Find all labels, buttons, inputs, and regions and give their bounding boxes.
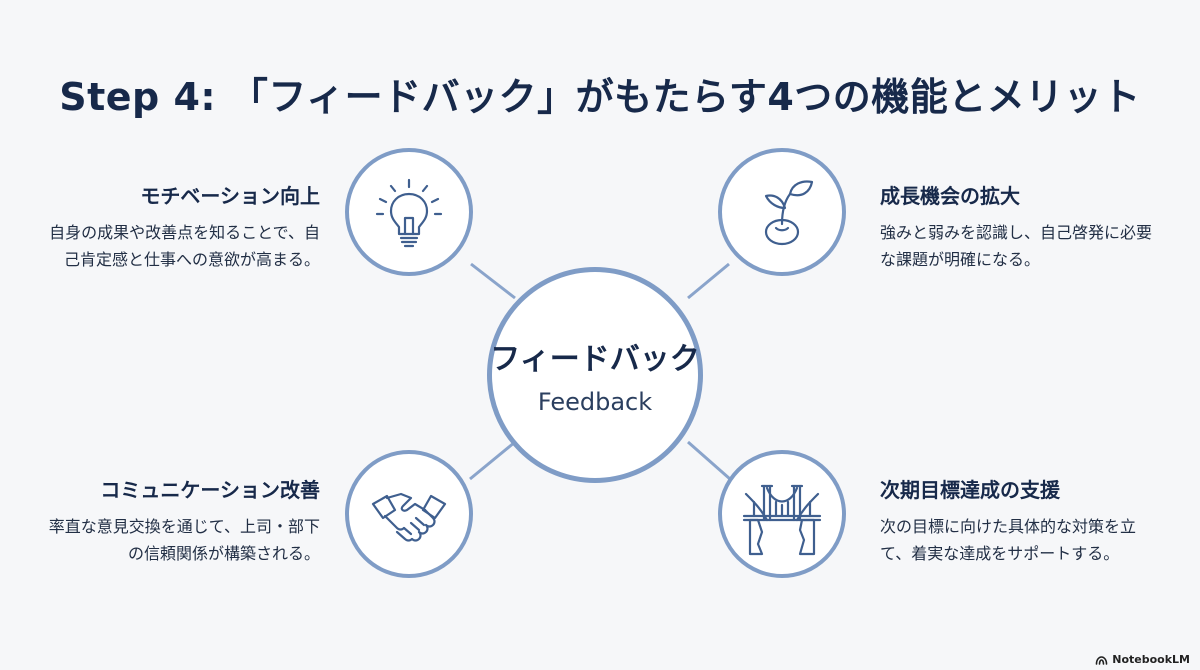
- page-title: Step 4: 「フィードバック」がもたらす4つの機能とメリット: [59, 75, 1141, 119]
- benefit-title: コミュニケーション改善: [100, 478, 320, 502]
- center-label-en: Feedback: [537, 388, 653, 416]
- center-hub: フィードバック Feedback: [487, 267, 703, 483]
- benefit-motivation: モチベーション向上 自身の成果や改善点を知ることで、自己肯定感と仕事への意欲が高…: [40, 180, 320, 273]
- benefit-title: 次期目標達成の支援: [880, 478, 1060, 502]
- benefit-title: モチベーション向上: [140, 184, 320, 208]
- benefit-growth: 成長機会の拡大 強みと弱みを認識し、自己啓発に必要な課題が明確になる。: [880, 180, 1160, 273]
- brand-label: NotebookLM: [1112, 653, 1190, 666]
- benefit-title: 成長機会の拡大: [880, 184, 1020, 208]
- bridge-node: [718, 450, 846, 578]
- benefit-description: 率直な意見交換を通じて、上司・部下の信頼関係が構築される。: [48, 517, 320, 563]
- sprout-icon: [764, 180, 814, 246]
- handshake-icon: [371, 492, 447, 542]
- notebooklm-logo: NotebookLM: [1095, 653, 1190, 666]
- lightbulb-icon: [375, 178, 443, 248]
- lightbulb-node: [345, 148, 473, 276]
- benefit-description: 次の目標に向けた具体的な対策を立て、着実な達成をサポートする。: [880, 517, 1137, 563]
- notebooklm-icon: [1095, 655, 1108, 665]
- benefit-description: 強みと弱みを認識し、自己啓発に必要な課題が明確になる。: [880, 223, 1153, 269]
- center-label-jp: フィードバック: [490, 342, 700, 377]
- bridge-icon: [742, 484, 822, 556]
- handshake-node: [345, 450, 473, 578]
- benefit-communication: コミュニケーション改善 率直な意見交換を通じて、上司・部下の信頼関係が構築される…: [40, 474, 320, 567]
- benefit-goal-support: 次期目標達成の支援 次の目標に向けた具体的な対策を立て、着実な達成をサポートする…: [880, 474, 1160, 567]
- benefit-description: 自身の成果や改善点を知ることで、自己肯定感と仕事への意欲が高まる。: [49, 223, 320, 269]
- sprout-node: [718, 148, 846, 276]
